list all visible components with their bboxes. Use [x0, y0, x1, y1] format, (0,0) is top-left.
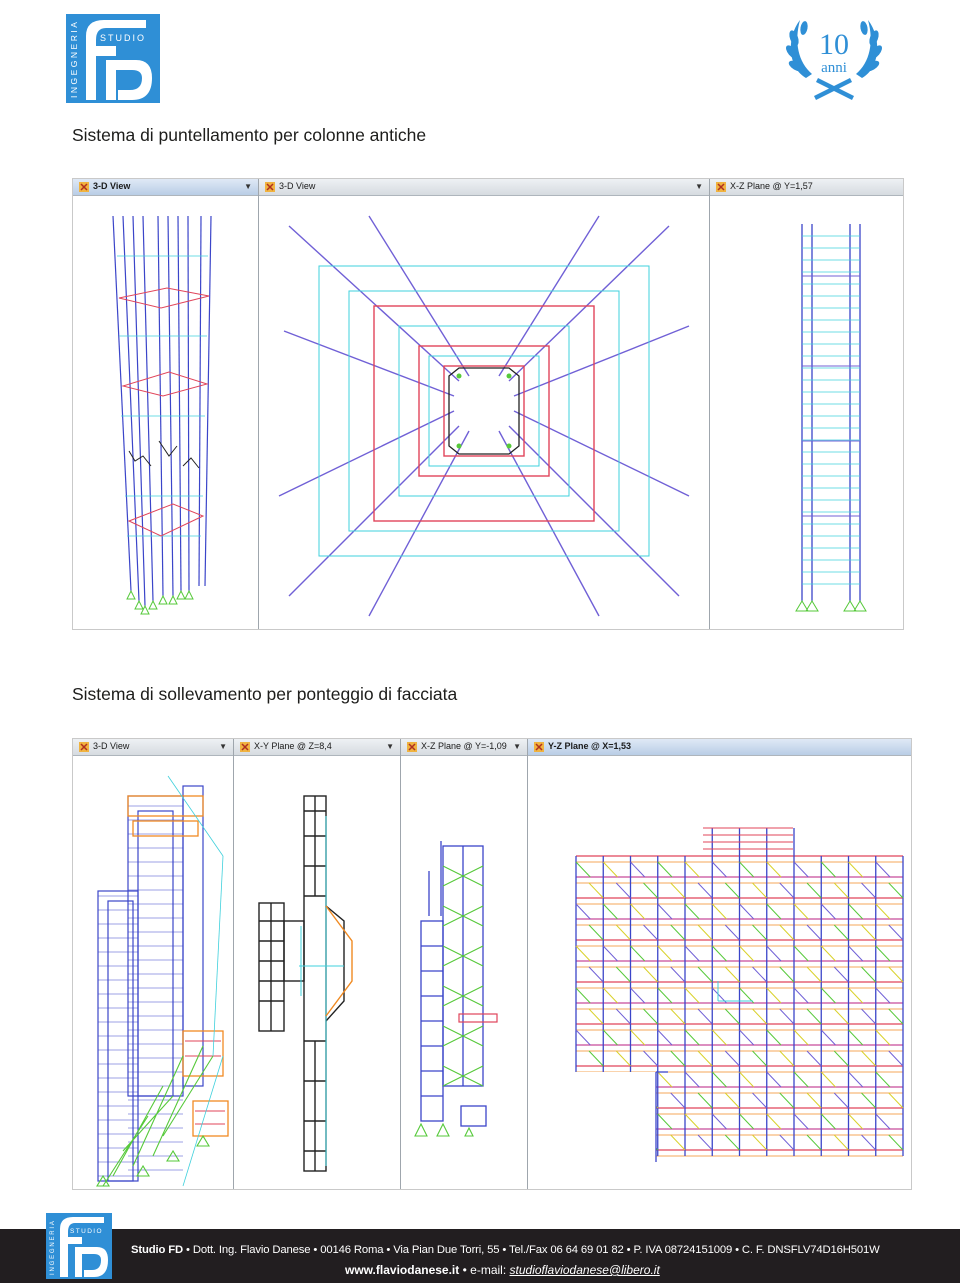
footer-address: Via Pian Due Torri, 55 [393, 1244, 500, 1256]
model-view-icon [79, 742, 89, 752]
view-tab[interactable]: 3-D View ▼ [259, 179, 709, 196]
footer-contact-line: Studio FD • Dott. Ing. Flavio Danese • 0… [131, 1244, 880, 1256]
dropdown-arrow-icon[interactable]: ▼ [219, 742, 227, 751]
footer-email-link[interactable]: studioflaviodanese@libero.it [509, 1263, 660, 1277]
model-view-icon [716, 182, 726, 192]
model-view-icon [407, 742, 417, 752]
footer-separator: • [386, 1244, 391, 1256]
logo-word-horizontal: STUDIO [100, 33, 146, 43]
footer-tax-code: C. F. DNSFLV74D16H501W [741, 1244, 880, 1256]
dropdown-arrow-icon[interactable]: ▼ [513, 742, 521, 751]
view-tab-label: X-Y Plane @ Z=8,4 [254, 741, 332, 751]
view-tab-label: 3-D View [93, 181, 131, 191]
anniversary-emblem: 10 anni [778, 8, 890, 108]
view-tab[interactable]: X-Y Plane @ Z=8,4 ▼ [234, 739, 400, 756]
model-view-icon [240, 742, 250, 752]
view-tab[interactable]: X-Z Plane @ Y=1,57 [710, 179, 903, 196]
view-tab[interactable]: 3-D View ▼ [73, 179, 258, 196]
footer-separator: • [626, 1244, 631, 1256]
dropdown-arrow-icon[interactable]: ▼ [386, 742, 394, 751]
view-tab[interactable]: X-Z Plane @ Y=-1,09 ▼ [401, 739, 527, 756]
view-pane-3d[interactable]: 3-D View ▼ [73, 739, 234, 1189]
footer-name: Dott. Ing. Flavio Danese [192, 1244, 311, 1256]
footer-vat: P. IVA 08724151009 [633, 1244, 733, 1256]
logo-word-vertical: INGEGNERIA [69, 20, 79, 98]
logo-word-vertical: INGEGNERIA [50, 1219, 56, 1275]
footer-separator: • [186, 1244, 190, 1256]
dropdown-arrow-icon[interactable]: ▼ [244, 182, 252, 191]
view-pane-3d-top[interactable]: 3-D View ▼ [259, 179, 710, 629]
model-view-icon [265, 182, 275, 192]
model-canvas[interactable] [73, 196, 258, 629]
model-canvas[interactable] [259, 196, 709, 629]
footer-bar: INGEGNERIA STUDIO Studio FD • Dott. Ing.… [0, 1213, 960, 1283]
model-view-icon [534, 742, 544, 752]
footer-company: Studio FD [131, 1244, 183, 1256]
model-canvas[interactable] [401, 756, 527, 1189]
model-canvas[interactable] [73, 756, 233, 1189]
view-pane-yz-plane[interactable]: Y-Z Plane @ X=1,53 [528, 739, 911, 1189]
structural-model-views-sollevamento: 3-D View ▼ [72, 738, 912, 1190]
model-canvas[interactable] [528, 756, 911, 1189]
footer-web-line: www.flaviodanese.it • e-mail: studioflav… [345, 1263, 660, 1277]
footer-separator: • [735, 1244, 739, 1256]
model-view-icon [79, 182, 89, 192]
studio-fd-footer-logo: INGEGNERIA STUDIO [46, 1213, 112, 1279]
view-tab-label: X-Z Plane @ Y=1,57 [730, 181, 813, 191]
footer-separator: • [502, 1244, 507, 1256]
model-canvas[interactable] [234, 756, 400, 1189]
section-title-puntellamento: Sistema di puntellamento per colonne ant… [72, 125, 427, 145]
view-pane-xz-plane[interactable]: X-Z Plane @ Y=1,57 [710, 179, 903, 629]
view-pane-3d[interactable]: 3-D View ▼ [73, 179, 259, 629]
footer-website-link[interactable]: www.flaviodanese.it [345, 1263, 460, 1277]
view-tab-label: Y-Z Plane @ X=1,53 [548, 741, 632, 751]
view-pane-xz-plane[interactable]: X-Z Plane @ Y=-1,09 ▼ [401, 739, 528, 1189]
view-tab-label: 3-D View [93, 741, 130, 751]
anniversary-word: anni [821, 60, 847, 76]
logo-word-horizontal: STUDIO [70, 1228, 103, 1235]
view-tab[interactable]: 3-D View ▼ [73, 739, 233, 756]
view-tab-label: X-Z Plane @ Y=-1,09 [421, 741, 507, 751]
view-pane-xy-plane[interactable]: X-Y Plane @ Z=8,4 ▼ [234, 739, 401, 1189]
view-tab[interactable]: Y-Z Plane @ X=1,53 [528, 739, 911, 756]
footer-email-label: e-mail: [470, 1263, 507, 1277]
section-title-sollevamento: Sistema di sollevamento per ponteggio di… [72, 684, 458, 704]
studio-fd-logo: INGEGNERIA STUDIO [66, 14, 160, 103]
anniversary-number: 10 [819, 28, 849, 61]
dropdown-arrow-icon[interactable]: ▼ [695, 182, 703, 191]
footer-separator: • [462, 1263, 467, 1277]
view-tab-label: 3-D View [279, 181, 316, 191]
model-canvas[interactable] [710, 196, 903, 629]
footer-separator: • [313, 1244, 318, 1256]
footer-city: 00146 Roma [320, 1244, 384, 1256]
footer-phone: Tel./Fax 06 64 69 01 82 [509, 1244, 624, 1256]
structural-model-views-puntellamento: 3-D View ▼ [72, 178, 904, 630]
